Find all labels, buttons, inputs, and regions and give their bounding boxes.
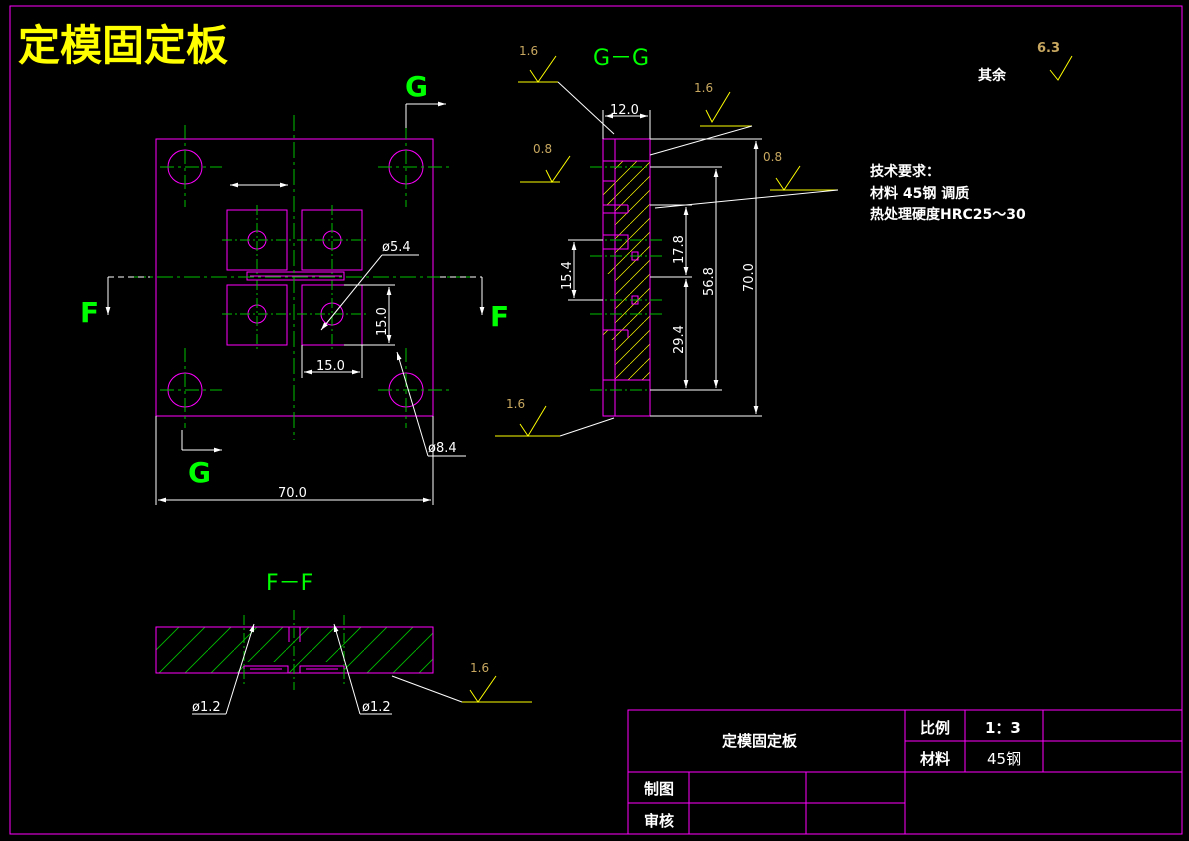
roughness-default-label: 其余 bbox=[978, 67, 1007, 84]
gg-section-view: G－G bbox=[560, 46, 762, 417]
roughness-r2: 1.6 bbox=[694, 81, 713, 95]
drawing-title: 定模固定板 bbox=[18, 21, 228, 70]
section-line-g bbox=[181, 101, 446, 453]
section-label-g-bottom: G bbox=[188, 456, 211, 489]
dim-spacing-v-text: 15.0 bbox=[375, 307, 390, 336]
ff-centerlines bbox=[243, 610, 345, 690]
dim-spacing-v bbox=[344, 284, 395, 346]
dim-plate-width-text: 70.0 bbox=[278, 486, 307, 501]
dim-spacing-h-text: 15.0 bbox=[316, 359, 345, 374]
roughness-r5: 1.6 bbox=[506, 397, 525, 411]
tb-material-label: 材料 bbox=[920, 750, 950, 768]
leader-hole-small bbox=[320, 254, 419, 331]
roughness-r1: 1.6 bbox=[519, 44, 538, 58]
roughness-r3: 0.8 bbox=[533, 142, 552, 156]
roughness-r6: 1.6 bbox=[470, 661, 489, 675]
section-line-f bbox=[105, 276, 485, 315]
tech-requirements: 技术要求： 材料 45钢 调质 热处理硬度HRC25～30 bbox=[870, 163, 1026, 223]
tb-material-value: 45钢 bbox=[987, 750, 1021, 768]
section-label-g-top: G bbox=[405, 70, 428, 103]
dim-height-294-text: 29.4 bbox=[672, 325, 687, 354]
title-block bbox=[627, 709, 1183, 835]
dim-thickness bbox=[602, 110, 651, 139]
leader-hole-large bbox=[396, 351, 466, 457]
dim-hole-small-text: ø5.4 bbox=[382, 240, 411, 255]
dim-gate-right-text: ø1.2 bbox=[362, 700, 391, 715]
roughness-symbols bbox=[391, 55, 1073, 703]
corner-holes bbox=[167, 149, 424, 408]
tb-scale-value: 1：3 bbox=[985, 719, 1021, 737]
runner-channel bbox=[246, 271, 345, 281]
dim-hole-large-text: ø8.4 bbox=[428, 441, 457, 456]
ff-recesses bbox=[244, 662, 344, 673]
dim-height-70-text: 70.0 bbox=[742, 263, 757, 292]
dim-thickness-text: 12.0 bbox=[610, 103, 639, 118]
gg-inner-lines bbox=[602, 139, 650, 416]
tb-part-name: 定模固定板 bbox=[722, 732, 798, 750]
tb-checked-label: 审核 bbox=[644, 812, 674, 830]
dim-spacing-h bbox=[301, 345, 363, 378]
ff-leaders bbox=[192, 623, 392, 715]
dim-gate-left-text: ø1.2 bbox=[192, 700, 221, 715]
dim-height-294 bbox=[650, 279, 692, 391]
cavity-centerlines bbox=[222, 205, 367, 350]
roughness-default-value: 6.3 bbox=[1037, 41, 1060, 56]
roughness-r4: 0.8 bbox=[763, 150, 782, 164]
tb-drawn-label: 制图 bbox=[644, 780, 674, 798]
ff-section-view: F－F ø1.2 ø1.2 bbox=[155, 571, 434, 715]
tb-scale-label: 比例 bbox=[920, 719, 950, 737]
section-label-f-right: F bbox=[490, 300, 509, 333]
dim-height-178-text: 17.8 bbox=[672, 235, 687, 264]
tech-line1: 材料 45钢 调质 bbox=[870, 185, 969, 202]
corner-centerlines bbox=[160, 125, 452, 428]
gg-view-title: G－G bbox=[593, 46, 649, 71]
dim-height-154-text: 15.4 bbox=[560, 261, 575, 290]
tech-heading: 技术要求： bbox=[870, 163, 940, 180]
ff-view-title: F－F bbox=[266, 571, 313, 596]
section-label-f-left: F bbox=[80, 296, 99, 329]
drawing-frame bbox=[9, 5, 1183, 835]
dim-height-568-text: 56.8 bbox=[702, 267, 717, 296]
main-centerlines bbox=[130, 115, 470, 440]
front-view: F F G G 70.0 15.0 bbox=[80, 70, 509, 505]
dim-plate-width bbox=[155, 416, 434, 505]
tech-line2: 热处理硬度HRC25～30 bbox=[870, 206, 1026, 223]
dim-height-154 bbox=[568, 239, 603, 301]
